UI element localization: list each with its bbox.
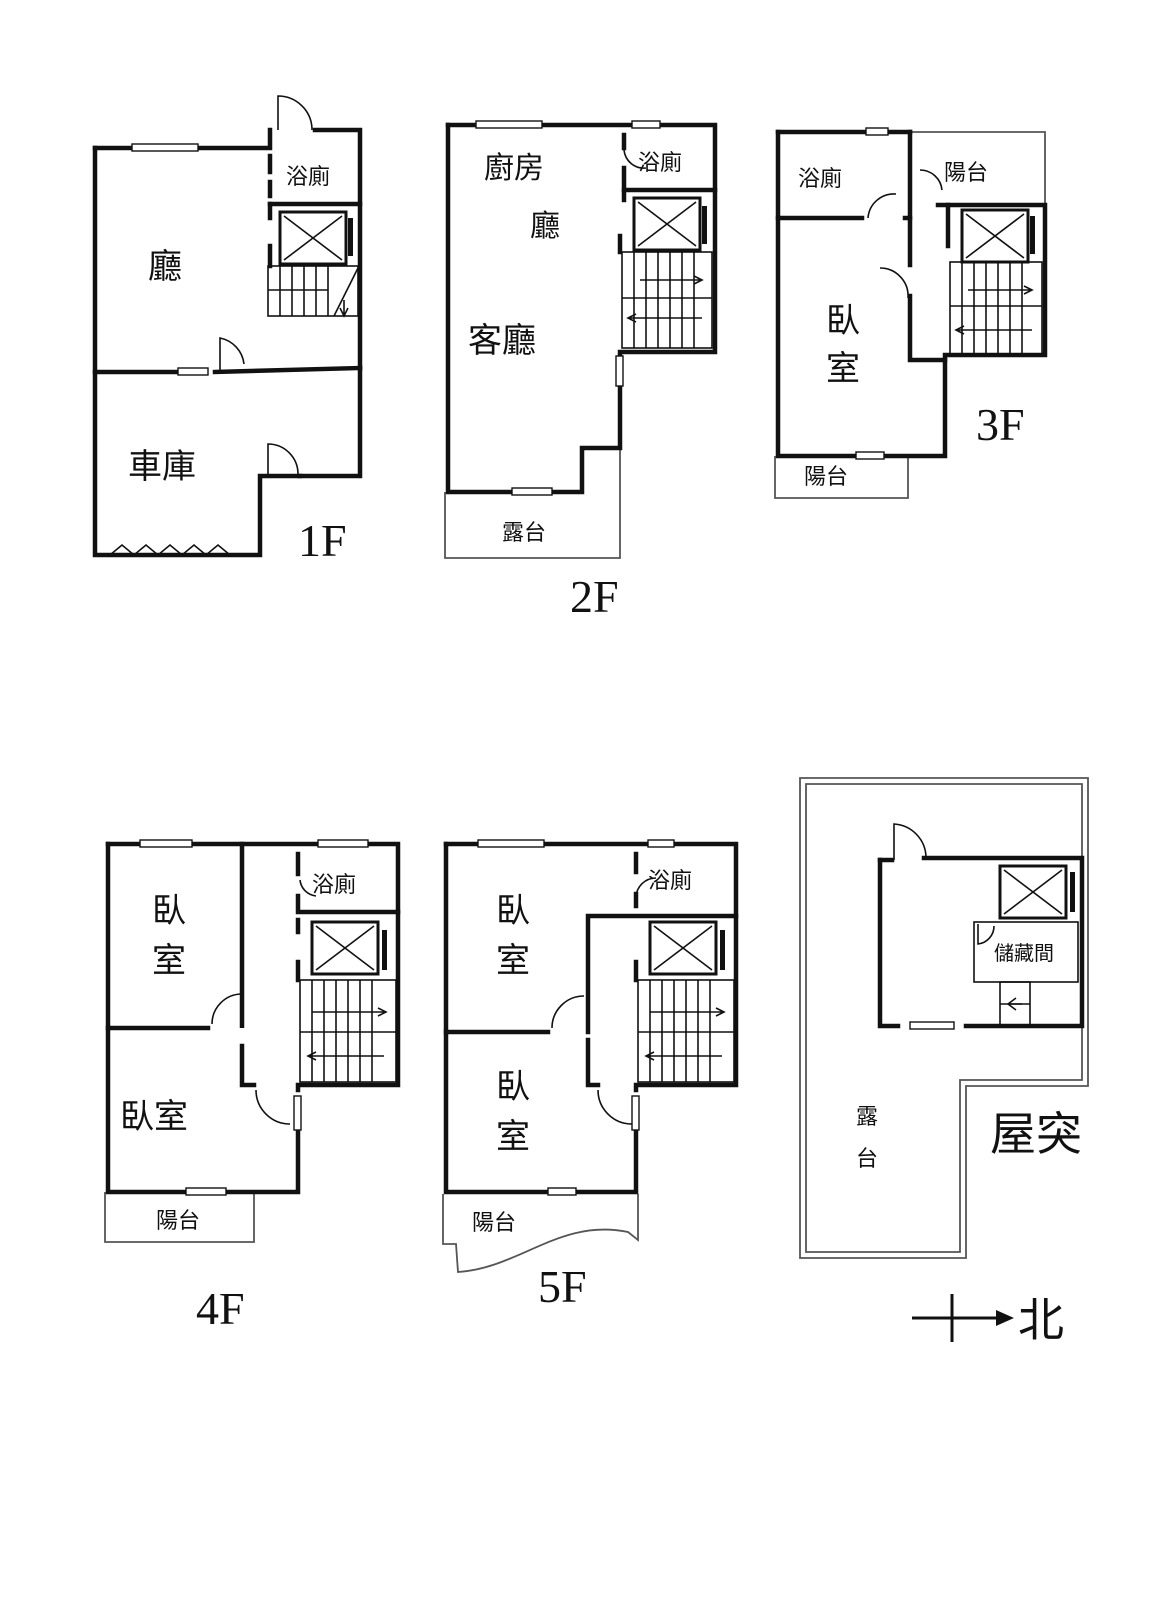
f4-floor-label: 4F [196, 1283, 245, 1334]
f5-balcony-label: 陽台 [472, 1211, 516, 1236]
f1-bath-label: 浴廁 [286, 165, 330, 190]
f1-floor-label: 1F [298, 515, 347, 566]
f5-bedroom2-label-1: 臥 [496, 1067, 530, 1107]
roof-terrace-label-1: 露 [856, 1105, 878, 1130]
f5-bedroom2-label-2: 室 [496, 1117, 530, 1157]
f4-bedroom2-label: 臥室 [120, 1097, 188, 1137]
roof-terrace-label-2: 台 [856, 1147, 878, 1172]
f1-living-label: 廳 [148, 247, 182, 287]
north-label: 北 [1018, 1295, 1064, 1346]
f2-bath-label: 浴廁 [638, 151, 682, 176]
floor-2f: 廚房 廳 浴廁 客廳 露台 2F [444, 120, 718, 622]
f2-kitchen-label: 廚房 [484, 151, 544, 186]
f3-balcony-top-label: 陽台 [944, 161, 988, 186]
f4-balcony-label: 陽台 [156, 1209, 200, 1234]
roof-storage-label: 儲藏間 [994, 941, 1054, 965]
f5-bedroom1-label-2: 室 [496, 941, 530, 981]
f4-bath-label: 浴廁 [312, 873, 356, 898]
f5-bath-label: 浴廁 [648, 869, 692, 894]
f2-living-label: 客廳 [468, 321, 536, 361]
f2-floor-label: 2F [570, 571, 619, 622]
floor-3f: 浴廁 陽台 臥 室 陽台 3F [774, 127, 1048, 499]
f5-bedroom1-label-1: 臥 [496, 891, 530, 931]
f5-floor-label: 5F [538, 1261, 587, 1312]
floor-1f: 浴廁 廳 車庫 1F [92, 95, 363, 566]
floor-roof: 儲藏間 露 台 屋突 [799, 777, 1089, 1259]
f3-balcony-bottom-label: 陽台 [804, 465, 848, 490]
floor-4f: 臥 室 浴廁 臥室 陽台 4F [104, 839, 401, 1334]
f2-terrace-label: 露台 [502, 521, 546, 546]
f3-bedroom-label-1: 臥 [826, 301, 860, 341]
roof-floor-label: 屋突 [990, 1109, 1082, 1160]
f3-floor-label: 3F [976, 399, 1025, 450]
f4-bedroom1-label-2: 室 [152, 941, 186, 981]
floor-5f: 臥 室 浴廁 臥 室 陽台 5F [442, 839, 739, 1312]
north-arrow: 北 [912, 1294, 1064, 1346]
f1-garage-label: 車庫 [128, 447, 196, 487]
f2-hall-label: 廳 [530, 209, 560, 244]
f3-bedroom-label-2: 室 [826, 349, 860, 389]
f3-bath-label: 浴廁 [798, 167, 842, 192]
f4-bedroom1-label-1: 臥 [152, 891, 186, 931]
